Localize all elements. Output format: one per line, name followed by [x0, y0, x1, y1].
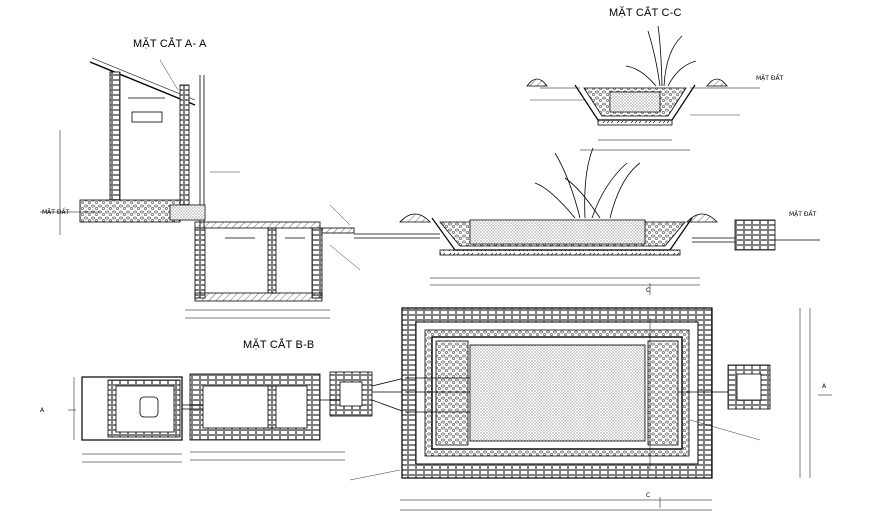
ground-label-c: MẶT ĐẤT: [756, 74, 784, 82]
ground-label-a: MẶT ĐẤT: [42, 208, 70, 216]
section-a-title: MẶT CẮT A- A: [133, 38, 207, 50]
annotation-leaders: [159, 59, 761, 481]
wetland-long-section: [399, 147, 820, 295]
section-c-drawing: [526, 25, 760, 151]
section-b-plan: [68, 371, 406, 463]
section-a-drawing: [40, 57, 206, 235]
section-c-title: MẶT CẮT C-C: [609, 7, 682, 19]
wetland-plan: [400, 307, 832, 511]
cut-c-marker-bottom: C: [646, 287, 650, 294]
cut-a-marker-left: A: [40, 407, 45, 414]
section-b-title: MẶT CẮT B-B: [243, 339, 315, 351]
cut-a-marker-right: A: [822, 383, 827, 390]
ground-label-right: MẶT ĐẤT: [789, 210, 817, 218]
cut-c-marker-top: C: [646, 492, 650, 499]
septic-tank-section: [185, 221, 440, 319]
